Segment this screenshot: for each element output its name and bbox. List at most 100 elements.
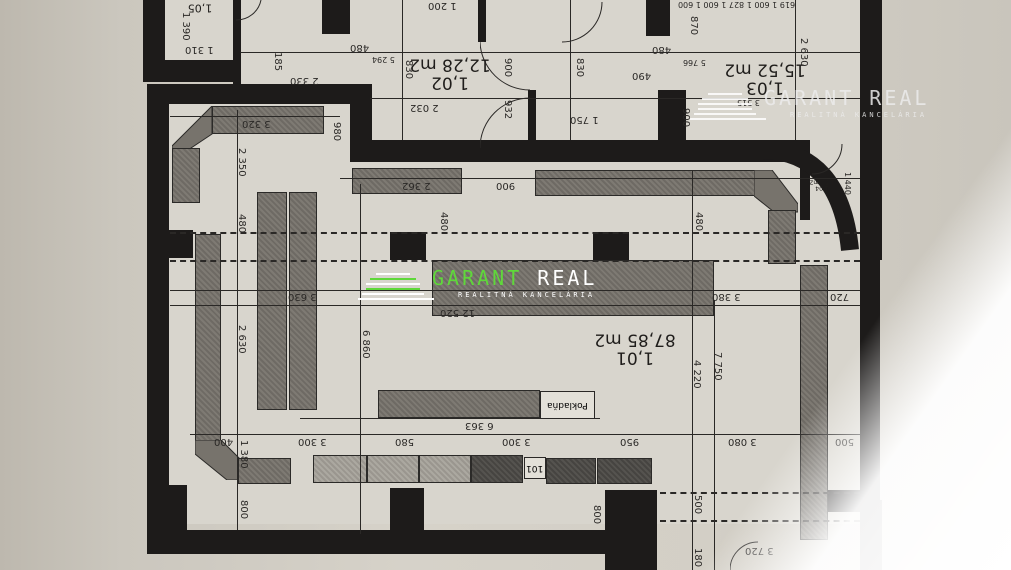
dim-7750: 7 750: [712, 352, 723, 381]
dim-2362: 2 362: [402, 180, 431, 191]
dim-950: 950: [620, 436, 640, 447]
counter-bottom-c: [419, 455, 471, 483]
dim-180: 180: [692, 548, 703, 568]
column-2: [593, 232, 629, 260]
dim-932: 932: [502, 100, 513, 120]
dim-1440: 1 440: [843, 172, 852, 195]
shelf-left-upper: [172, 148, 200, 203]
wall-bottom: [147, 530, 617, 554]
dim-3380: 3 380: [712, 291, 741, 302]
wall-bottom-left-notch: [165, 485, 187, 533]
dim-480-b: 480: [652, 44, 672, 55]
dim-900-a: 900: [502, 58, 513, 78]
wall-bottom-right-block: [605, 490, 657, 570]
dim-980: 980: [331, 122, 342, 142]
dim-830-b: 830: [574, 58, 585, 78]
counter-bottom-a: [313, 455, 367, 483]
dim-1750: 1 750: [570, 114, 599, 125]
dim-line-bottom: [190, 434, 860, 435]
dim-3300-a: 3 300: [298, 436, 327, 447]
brand-garant: GARANT: [764, 86, 855, 110]
wall-main-left: [147, 84, 169, 554]
wall-room105-pier: [322, 0, 350, 34]
dim-1390: 1 390: [180, 12, 191, 41]
dim-400: 400: [214, 436, 234, 447]
dim-6363: 6 363: [465, 420, 494, 431]
dim-720: 720: [830, 291, 850, 302]
brand-real: REAL: [869, 86, 930, 110]
dim-800-a: 800: [238, 500, 249, 520]
dim-2350: 2 350: [236, 148, 247, 177]
wall-left-notch: [165, 230, 193, 258]
brand-garant: GARANT: [432, 266, 523, 290]
wall-room103-pier: [646, 0, 670, 36]
dim-3320: 3 320: [242, 118, 271, 129]
checkout-counter: [378, 390, 540, 418]
dim-2330: 2 330: [290, 75, 319, 86]
room-label-1-04: 1.04 1.52 m2: [809, 178, 835, 192]
wall-bottom-pillar: [390, 488, 424, 536]
door-room-1-05: [236, 0, 262, 21]
dim-480-d: 480: [438, 212, 449, 232]
brand-real: REAL: [537, 266, 598, 290]
dim-800-b: 800: [591, 505, 602, 525]
dim-500-b: 500: [692, 495, 703, 515]
shelf-right-diagonal: [754, 170, 798, 213]
watermark-center: GARANT REAL REALITNÁ KANCELÁRIA: [358, 266, 598, 300]
dim-6860: 6 860: [360, 330, 371, 359]
axis-line-1: [170, 232, 860, 234]
axis-line-4: [660, 520, 860, 522]
door-room-1-03: [561, 1, 603, 43]
dim-vline-4: [714, 300, 715, 570]
shelf-corner-diagonal: [172, 106, 213, 150]
counter-bottom-f: [597, 458, 652, 484]
dim-top-row: 619 1 600 1 827 1 600 1 600: [678, 0, 796, 9]
dim-480-c: 480: [236, 214, 247, 234]
dim-900-c: 900: [496, 180, 516, 191]
dim-1200: 1 200: [428, 0, 457, 11]
column-1: [390, 232, 426, 260]
dim-vline-2: [360, 184, 361, 534]
room-label-1-02: 1,02 12,28 m2: [409, 54, 491, 93]
wall-right-bottom: [860, 500, 882, 570]
dim-830-a: 830: [403, 60, 414, 80]
dim-480-a: 480: [350, 42, 370, 53]
dim-480-e: 480: [693, 212, 704, 232]
counter-bottom-b: [367, 455, 419, 483]
dim-3630: 3 630: [288, 291, 317, 302]
wall-upper-middle-vert: [350, 100, 372, 162]
dim-185: 185: [272, 52, 283, 72]
axis-line-3: [660, 492, 860, 494]
dim-line-lower: [300, 418, 600, 419]
shelf-island-left-a: [257, 192, 287, 410]
dim-line-main-top: [170, 116, 340, 117]
dim-line-top-1: [240, 52, 860, 53]
dim-500-a: 500: [835, 436, 855, 447]
counter-bottom-d: [471, 455, 523, 483]
dim-5294: 5 294: [372, 55, 395, 64]
wall-main-top-left: [147, 84, 372, 104]
dim-3080: 3 080: [728, 436, 757, 447]
dim-5766: 5 766: [683, 58, 706, 67]
dim-12520: 12 520: [440, 307, 475, 318]
shelf-left-wall: [195, 234, 221, 444]
dim-3720: 3 720: [745, 545, 774, 556]
brand-tagline: REALITNÁ KANCELÁRIA: [790, 111, 928, 119]
brand-tagline: REALITNÁ KANCELÁRIA: [458, 291, 596, 299]
building-logo-icon: [690, 89, 766, 120]
watermark-top-right: GARANT REAL REALITNÁ KANCELÁRIA: [690, 86, 930, 120]
dim-2630-b: 2 630: [236, 325, 247, 354]
shelf-right-wall: [800, 265, 828, 540]
counter-bottom-e: [546, 458, 596, 484]
dim-4220: 4 220: [691, 360, 702, 389]
dim-580: 580: [395, 436, 415, 447]
shelf-right-short: [768, 210, 796, 264]
dim-line-mid-2: [170, 305, 860, 306]
dim-line-shelf-row: [340, 178, 860, 179]
dim-490: 490: [632, 70, 652, 81]
dim-2032: 2 032: [410, 102, 439, 113]
dim-900-b: 900: [680, 108, 691, 128]
building-logo-icon: [358, 269, 434, 300]
dim-870: 870: [688, 16, 699, 36]
dim-1380: 1 380: [238, 440, 249, 469]
